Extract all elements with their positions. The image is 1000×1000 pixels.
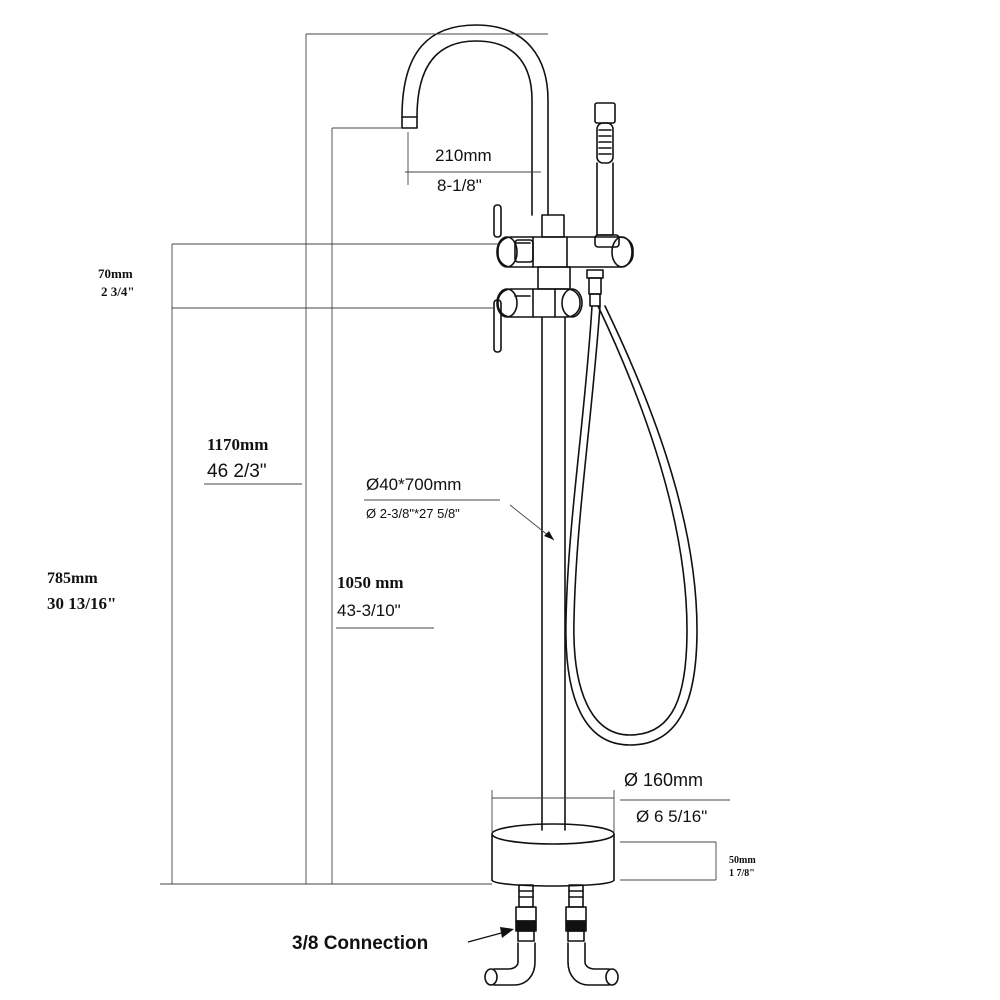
upper-handle-lever <box>493 204 534 263</box>
mid-connector <box>537 266 571 290</box>
spout-height-in-label: 43-3/10" <box>337 601 401 620</box>
handshower-wand <box>586 102 620 307</box>
connection-label: 3/8 Connection <box>292 933 429 954</box>
base-diameter-in-label: Ø 6 5/16" <box>636 807 708 826</box>
spout-collar <box>541 214 565 238</box>
pipe-leader-arrowhead <box>544 531 554 540</box>
gooseneck-spout <box>401 24 549 216</box>
base-diameter-mm-label: Ø 160mm <box>624 770 704 790</box>
connection-arrow <box>467 927 514 943</box>
total-height-in-label: 46 2/3" <box>207 461 267 482</box>
lower-valve-body <box>496 288 583 318</box>
riser-pipe <box>541 316 566 831</box>
lower-handle-lever <box>493 299 502 353</box>
dimension-lines <box>160 33 730 885</box>
base-height-in-label: 1 7/8" <box>729 868 755 879</box>
pipe-size-in-label: Ø 2-3/8"*27 5/8" <box>366 506 460 521</box>
total-height-mm-label: 1170mm <box>207 435 269 454</box>
spout-height-mm-label: 1050 mm <box>337 573 404 592</box>
handle-height-mm-label: 785mm <box>47 570 98 587</box>
handle-gap-in-label: 2 3/4" <box>101 284 135 299</box>
supply-connection-left <box>484 884 537 986</box>
spout-reach-mm-label: 210mm <box>435 146 492 165</box>
shower-hose <box>565 305 698 746</box>
spout-reach-in-label: 8-1/8" <box>437 176 482 195</box>
base-height-mm-label: 50mm <box>729 855 756 866</box>
handle-gap-mm-label: 70mm <box>98 266 133 281</box>
supply-connection-right <box>565 884 619 986</box>
pipe-size-mm-label: Ø40*700mm <box>366 475 462 494</box>
handle-height-in-label: 30 13/16" <box>47 594 117 613</box>
floor-base <box>491 823 615 887</box>
